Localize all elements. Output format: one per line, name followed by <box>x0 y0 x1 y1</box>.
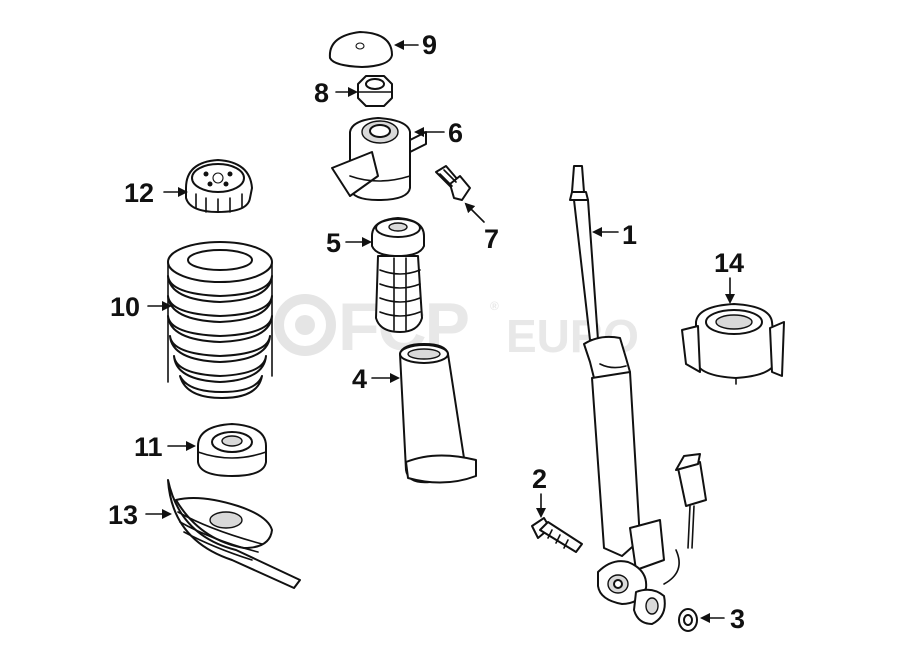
watermark-registered: ® <box>490 299 499 313</box>
callout-3: 3 <box>730 604 745 634</box>
callout-11: 11 <box>134 432 163 462</box>
callout-labels: 9 8 6 7 12 5 10 4 11 13 1 14 2 3 <box>108 30 745 634</box>
part-8-nut <box>357 75 393 107</box>
part-3-washer <box>678 608 698 632</box>
part-4-dust-boot <box>399 343 477 484</box>
callout-5: 5 <box>326 228 341 258</box>
leader-7 <box>464 202 485 223</box>
part-2-bolt <box>531 517 583 553</box>
leader-arrows <box>145 40 735 623</box>
callout-14: 14 <box>714 248 744 278</box>
callout-6: 6 <box>448 118 463 148</box>
callout-1: 1 <box>622 220 637 250</box>
part-11-lower-spring-seat <box>197 423 267 477</box>
callout-2: 2 <box>532 464 547 494</box>
part-14-bushing <box>681 303 785 385</box>
part-13-spring-isolator <box>167 479 301 589</box>
part-12-upper-spring-seat <box>185 159 253 213</box>
part-10-coil-spring <box>167 241 273 399</box>
part-5-bump-stop <box>371 217 425 333</box>
callout-9: 9 <box>422 30 437 60</box>
callout-12: 12 <box>124 178 154 208</box>
callout-13: 13 <box>108 500 138 530</box>
callout-8: 8 <box>314 78 329 108</box>
part-9-cap <box>328 31 393 68</box>
part-7-bolt <box>435 165 471 201</box>
callout-7: 7 <box>484 224 499 254</box>
callout-4: 4 <box>352 364 367 394</box>
part-6-upper-mount <box>331 117 427 201</box>
part-1-shock-absorber <box>569 165 707 625</box>
watermark-logo-mark <box>274 294 336 356</box>
callout-10: 10 <box>110 292 140 322</box>
